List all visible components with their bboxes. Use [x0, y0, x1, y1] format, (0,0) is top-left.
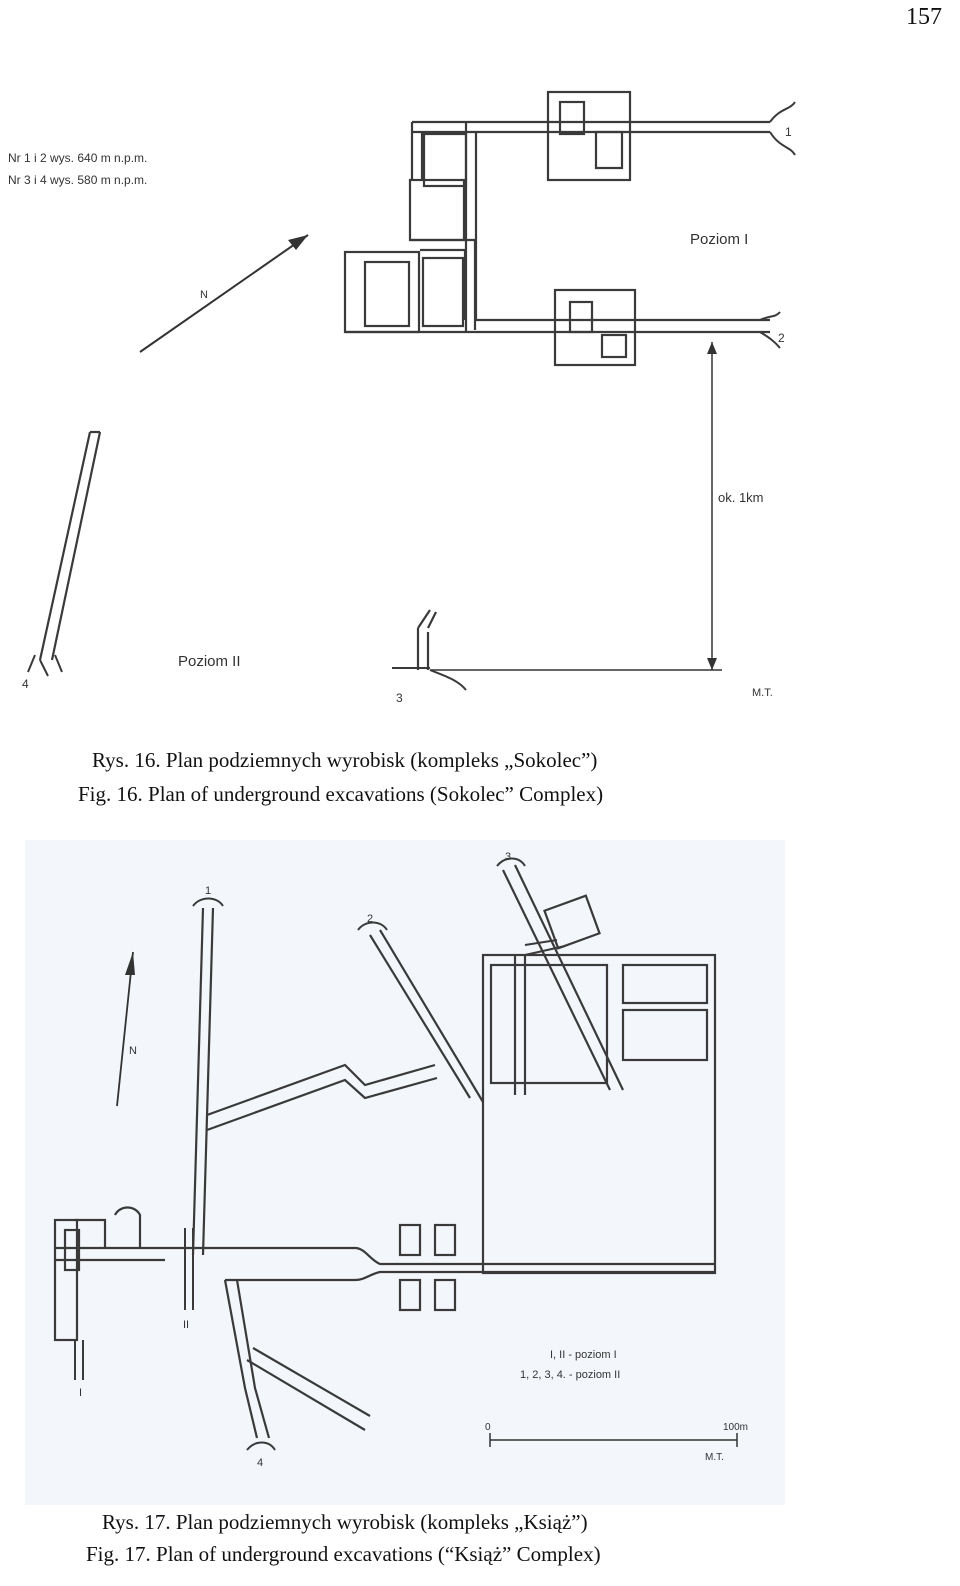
ksiaz-map: N: [53, 851, 748, 1469]
entrance-label-1: 1: [785, 125, 792, 139]
level-1-tunnels: [343, 90, 796, 367]
caption-fig17-english: Fig. 17. Plan of underground excavations…: [86, 1542, 601, 1566]
scale-end: 100m: [723, 1422, 748, 1433]
north-label: N: [129, 1045, 137, 1057]
figure-ksiaz-plan: N: [25, 840, 785, 1505]
page-number: 157: [906, 4, 942, 30]
figure1-credit: M.T.: [752, 687, 773, 699]
level-2-label: Poziom II: [178, 653, 241, 670]
entrance-label-2: 2: [778, 331, 785, 345]
level-2-tunnels: [27, 430, 467, 691]
entrance-label-3: 3: [396, 691, 403, 705]
sokolec-map: Nr 1 i 2 wys. 640 m n.p.m. Nr 3 i 4 wys.…: [8, 90, 796, 705]
entrance-label-4: 4: [22, 677, 29, 691]
entrance-label-3: 3: [505, 851, 511, 863]
legend-line-1: Nr 1 i 2 wys. 640 m n.p.m.: [8, 151, 147, 165]
entrance-label-II: II: [183, 1319, 189, 1331]
ksiaz-tunnels: [53, 857, 717, 1451]
legend-line-2: 1, 2, 3, 4. - poziom II: [520, 1369, 620, 1381]
north-label: N: [200, 289, 208, 301]
caption-fig17-polish: Rys. 17. Plan podziemnych wyrobisk (komp…: [102, 1510, 588, 1534]
caption-fig16-english: Fig. 16. Plan of underground excavations…: [78, 782, 604, 806]
entrance-label-I: I: [79, 1387, 82, 1399]
level-1-label: Poziom I: [690, 231, 748, 248]
distance-label: ok. 1km: [718, 490, 764, 505]
figure-sokolec-plan: Nr 1 i 2 wys. 640 m n.p.m. Nr 3 i 4 wys.…: [0, 80, 820, 720]
legend-line-2: Nr 3 i 4 wys. 580 m n.p.m.: [8, 173, 147, 187]
entrance-label-4: 4: [257, 1457, 263, 1469]
north-arrow-icon: [139, 234, 309, 353]
entrance-label-2: 2: [367, 913, 373, 925]
distance-marker: [430, 342, 722, 671]
scale-start: 0: [485, 1422, 491, 1433]
north-arrow-icon: [116, 951, 135, 1107]
figure2-credit: M.T.: [705, 1452, 724, 1463]
legend-line-1: I, II - poziom I: [550, 1349, 617, 1361]
entrance-label-1: 1: [205, 885, 211, 897]
caption-fig16-polish: Rys. 16. Plan podziemnych wyrobisk (komp…: [92, 748, 598, 772]
scale-bar: [489, 1433, 738, 1447]
